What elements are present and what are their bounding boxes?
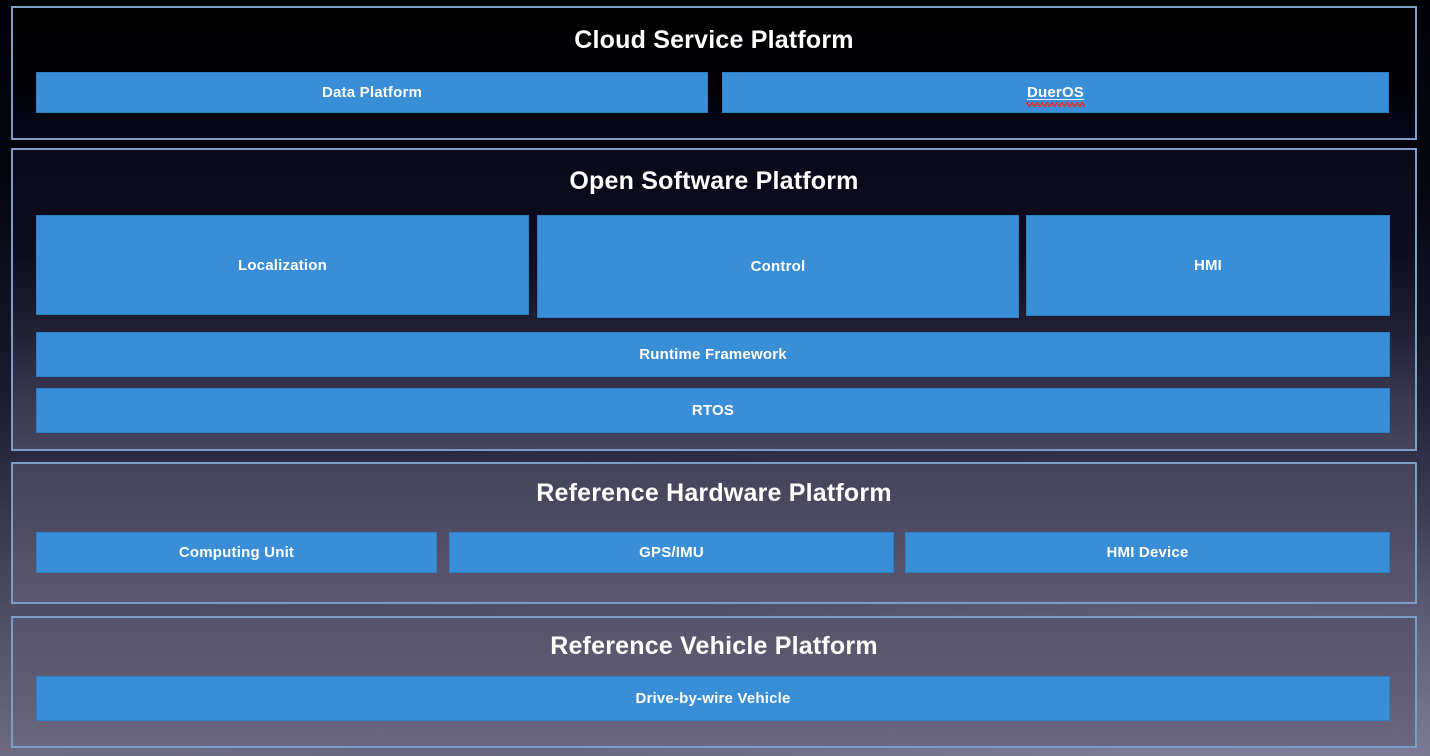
layer-title-open-software-platform: Open Software Platform [569,167,859,195]
layer-open-software-platform: Open Software Platform Localization Cont… [11,148,1417,451]
tile-label-computing-unit: Computing Unit [178,544,295,561]
tile-localization[interactable]: Localization [36,215,529,315]
layer-cloud-service-platform: Cloud Service Platform Data Platform Due… [11,6,1417,140]
tile-gps-imu[interactable]: GPS/IMU [449,532,894,573]
layer-reference-vehicle-platform: Reference Vehicle Platform Drive-by-wire… [11,616,1417,748]
tile-rtos[interactable]: RTOS [36,388,1390,433]
tile-label-gps-imu: GPS/IMU [639,544,704,561]
tile-drive-by-wire-vehicle[interactable]: Drive-by-wire Vehicle [36,676,1390,721]
tile-label-dueros: DuerOS [1025,84,1086,107]
tile-computing-unit[interactable]: Computing Unit [36,532,437,573]
layer-title-reference-vehicle-platform: Reference Vehicle Platform [550,632,878,660]
tile-label-localization: Localization [237,256,328,274]
tile-label-hmi-device: HMI Device [1106,544,1189,561]
tile-label-runtime-framework: Runtime Framework [639,346,787,363]
tile-label-hmi: HMI [1193,257,1223,274]
layer-reference-hardware-platform: Reference Hardware Platform Computing Un… [11,462,1417,604]
layer-title-reference-hardware-platform: Reference Hardware Platform [536,479,892,507]
tile-hmi-device[interactable]: HMI Device [905,532,1390,573]
tile-label-rtos: RTOS [691,402,735,419]
tile-label-control: Control [750,258,806,275]
tile-label-data-platform: Data Platform [321,84,423,101]
tile-hmi[interactable]: HMI [1026,215,1390,316]
tile-data-platform[interactable]: Data Platform [36,72,708,113]
tile-dueros[interactable]: DuerOS [722,72,1389,113]
tile-label-drive-by-wire-vehicle: Drive-by-wire Vehicle [635,690,791,707]
tile-runtime-framework[interactable]: Runtime Framework [36,332,1390,377]
layer-title-cloud-service-platform: Cloud Service Platform [574,26,854,54]
tile-control[interactable]: Control [537,215,1019,318]
